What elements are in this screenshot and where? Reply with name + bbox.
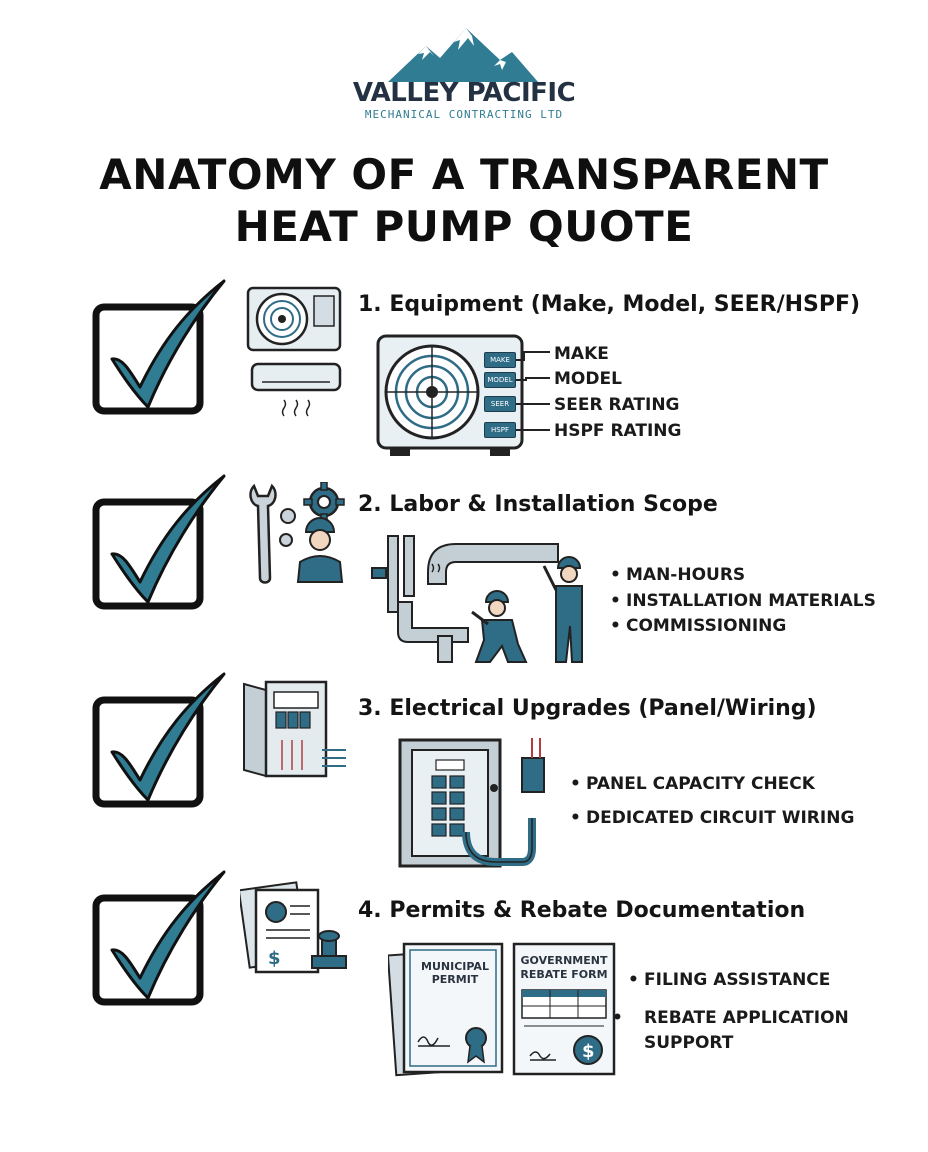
seer-tag: SEER (484, 396, 516, 412)
bullet-dedicated-circuit-wiring: •DEDICATED CIRCUIT WIRING (570, 808, 855, 828)
callout-lines (516, 351, 550, 431)
wrench-gear-icon (249, 482, 345, 584)
checkbox-icon (92, 870, 226, 1006)
bullet-installation-materials: •INSTALLATION MATERIALS (610, 591, 876, 611)
svg-text:$: $ (582, 1041, 595, 1062)
bullet-commissioning: •COMMISSIONING (610, 616, 787, 636)
technician-icon (296, 517, 344, 583)
svg-text:$: $ (268, 948, 281, 969)
pipe-installation-icon (371, 535, 583, 663)
gear-icon (303, 482, 345, 523)
model-tag: MODEL (484, 372, 516, 388)
heat-pump-icon (246, 286, 342, 417)
label-hspf-rating: HSPF RATING (554, 421, 682, 441)
checkbox-icon (92, 672, 226, 808)
municipal-permit-document (388, 942, 504, 1077)
permit-label: MUNICIPAL PERMIT (421, 960, 489, 986)
bullet-man-hours: •MAN-HOURS (610, 565, 746, 585)
page-title-line-1: ANATOMY OF A TRANSPARENT (99, 150, 829, 199)
section-4-title: 4. Permits & Rebate Documentation (358, 898, 806, 923)
section-3-title: 3. Electrical Upgrades (Panel/Wiring) (358, 696, 817, 721)
electrical-panel-icon (243, 680, 346, 778)
rebate-form-label-1: GOVERNMENT (520, 954, 608, 967)
stamp-icon (311, 930, 347, 969)
brand-tagline: MECHANICAL CONTRACTING LTD (364, 108, 564, 121)
label-make: MAKE (554, 344, 609, 364)
checkbox-icon (92, 474, 226, 610)
brand-name: VALLEY PACIFIC (352, 78, 576, 108)
rebate-form-label-2: REBATE FORM (520, 968, 608, 981)
breaker-panel-icon (398, 738, 545, 868)
label-seer-rating: SEER RATING (554, 395, 680, 415)
bullet-panel-capacity-check: •PANEL CAPACITY CHECK (570, 774, 815, 794)
section-2-title: 2. Labor & Installation Scope (358, 492, 718, 517)
hspf-tag: HSPF (484, 422, 516, 438)
section-1-title: 1. Equipment (Make, Model, SEER/HSPF) (358, 292, 861, 317)
bullet-rebate-application-support: •REBATE APPLICATION SUPPORT (612, 1008, 849, 1053)
make-tag: MAKE (484, 352, 516, 368)
mountain-logo-icon (388, 28, 538, 82)
document-icon: $ (240, 881, 347, 974)
dollar-icon: $ (268, 948, 281, 969)
rebate-form-document: $ (512, 942, 616, 1076)
checkbox-icon (92, 279, 226, 415)
bullet-filing-assistance: •FILING ASSISTANCE (628, 970, 831, 990)
label-model: MODEL (554, 369, 622, 389)
page-title-line-2: HEAT PUMP QUOTE (234, 202, 694, 251)
